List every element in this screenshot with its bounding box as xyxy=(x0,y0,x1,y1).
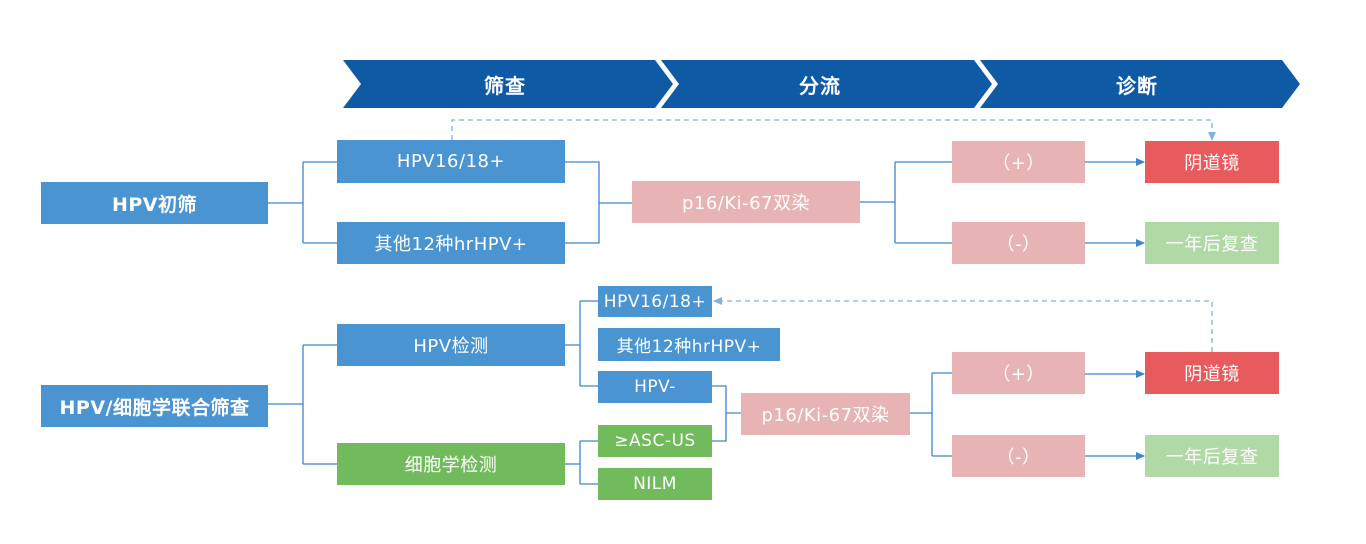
top-p16-box: p16/Ki-67双染 xyxy=(632,181,860,223)
bottom-p16-box: p16/Ki-67双染 xyxy=(741,393,910,435)
connector-bottom-hpv xyxy=(565,300,598,387)
header-chevron-triage xyxy=(661,60,992,108)
bottom-followup-box: 一年后复查 xyxy=(1145,435,1279,477)
bottom-asc-us-box: ≥ASC-US xyxy=(598,425,712,457)
header-chevron-diagnosis xyxy=(980,60,1300,108)
top-colposcopy-box: 阴道镜 xyxy=(1145,141,1279,183)
dashed-arrow-bottom xyxy=(713,297,1213,352)
bottom-positive-box: （+） xyxy=(952,352,1085,394)
connector-top-to-p16 xyxy=(565,161,632,244)
connector-bottom-p16-out xyxy=(910,372,952,457)
bottom-nilm-box: NILM xyxy=(598,468,712,500)
connector-bottom-start xyxy=(268,344,337,465)
bottom-other12-box: 其他12种hrHPV+ xyxy=(598,328,780,361)
top-negative-box: （-） xyxy=(952,222,1085,264)
top-followup-box: 一年后复查 xyxy=(1145,222,1279,264)
bottom-hpv-negative-box: HPV- xyxy=(598,371,712,403)
header-chevron-screening xyxy=(343,60,673,108)
header-label-diagnosis: 诊断 xyxy=(1116,73,1158,98)
top-other12-box: 其他12种hrHPV+ xyxy=(337,222,565,264)
connector-bottom-to-p16 xyxy=(712,385,741,442)
top-hpv1618-box: HPV16/18+ xyxy=(337,140,565,183)
header-label-triage: 分流 xyxy=(799,73,841,98)
connector-top-start xyxy=(268,161,337,244)
bottom-hpv1618-box: HPV16/18+ xyxy=(598,286,712,317)
header-label-screening: 筛查 xyxy=(484,73,526,98)
top-start-hpv-primary-screening: HPV初筛 xyxy=(41,182,268,224)
top-positive-box: （+） xyxy=(952,141,1085,183)
bottom-colposcopy-box: 阴道镜 xyxy=(1145,352,1279,394)
connector-top-p16-out xyxy=(860,161,952,244)
bottom-start-cotesting: HPV/细胞学联合筛查 xyxy=(41,385,268,427)
dashed-arrow-top xyxy=(451,119,1216,141)
bottom-negative-box: （-） xyxy=(952,435,1085,477)
bottom-hpv-test-box: HPV检测 xyxy=(337,324,565,366)
connector-bottom-cyto xyxy=(565,440,598,485)
bottom-cytology-test-box: 细胞学检测 xyxy=(337,443,565,485)
